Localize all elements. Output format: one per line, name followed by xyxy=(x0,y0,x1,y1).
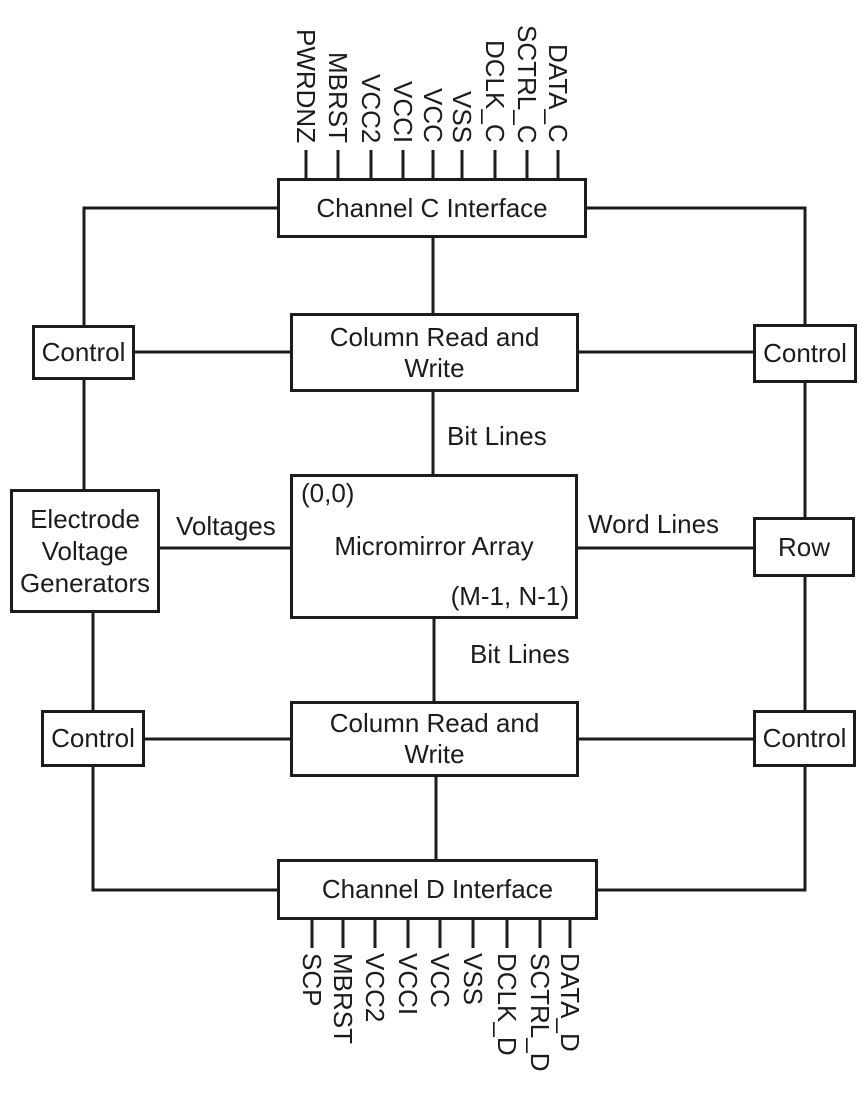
block-column-read-write-top: Column Read and Write xyxy=(290,313,579,392)
block-label: Micromirror Array xyxy=(334,531,534,561)
pin-label-data-c: DATA_C xyxy=(543,44,573,143)
block-channel-c-interface: Channel C Interface xyxy=(277,178,587,238)
pin-label-vcc-c: VCC xyxy=(418,88,448,143)
block-electrode-voltage-generators: Electrode Voltage Generators xyxy=(10,489,160,613)
label-voltages: Voltages xyxy=(176,511,276,541)
pin-label-pwrdnz: PWRDNZ xyxy=(291,28,321,143)
block-control-top-right: Control xyxy=(753,324,857,383)
label-word-lines: Word Lines xyxy=(588,509,720,539)
block-label: Channel D Interface xyxy=(321,874,554,904)
block-channel-d-interface: Channel D Interface xyxy=(277,859,598,920)
right-rail xyxy=(586,206,807,892)
pin-label-mbrst-c: MBRST xyxy=(323,52,353,143)
block-label-line2: Voltage xyxy=(41,536,129,566)
pin-label-vss-c: VSS xyxy=(447,90,477,143)
top-pin-stubs xyxy=(304,150,560,179)
left-rail xyxy=(82,206,278,892)
block-label-line1: Column Read and xyxy=(329,708,540,738)
block-column-read-write-bottom: Column Read and Write xyxy=(290,701,579,777)
pin-label-sctrl-c: SCTRL_C xyxy=(512,24,542,143)
block-label: Control xyxy=(41,337,126,367)
block-label-line2: Write xyxy=(404,739,465,769)
pin-label-dclk-c: DCLK_C xyxy=(480,40,510,143)
pin-label-data-d: DATA_D xyxy=(555,953,585,1052)
block-label-line3: Generators xyxy=(19,568,151,598)
control-wires xyxy=(134,350,754,741)
block-control-top-left: Control xyxy=(32,325,135,380)
pin-label-vcc2-c: VCC2 xyxy=(356,73,386,143)
pin-label-sctrl-d: SCTRL_D xyxy=(525,953,555,1072)
block-label: Row xyxy=(777,531,830,562)
bottom-pin-stubs xyxy=(310,919,572,948)
pin-label-vcc2-d: VCC2 xyxy=(360,953,390,1023)
block-micromirror-array: (0,0) Micromirror Array (M-1, N-1) xyxy=(290,474,578,619)
block-label: Control xyxy=(762,723,847,753)
block-label: Channel C Interface xyxy=(316,192,548,223)
block-label-line1: Electrode xyxy=(30,504,140,534)
pin-label-dclk-d: DCLK_D xyxy=(492,953,522,1056)
pin-label-mbrst-d: MBRST xyxy=(328,953,358,1044)
block-label: Control xyxy=(51,723,135,753)
pin-label-vcci-c: VCCI xyxy=(388,80,418,143)
label-bit-lines-top: Bit Lines xyxy=(447,421,547,451)
array-origin-coordinate: (0,0) xyxy=(301,478,355,508)
block-row: Row xyxy=(753,517,855,577)
block-label-line1: Column Read and xyxy=(329,321,540,352)
pin-label-scp: SCP xyxy=(297,953,327,1007)
block-control-bottom-left: Control xyxy=(41,710,145,767)
block-label-line2: Write xyxy=(404,352,465,383)
array-extent-coordinate: (M-1, N-1) xyxy=(450,581,569,611)
label-bit-lines-bottom: Bit Lines xyxy=(470,639,570,669)
pin-label-vcci-d: VCCI xyxy=(393,953,423,1016)
block-control-bottom-right: Control xyxy=(753,710,856,767)
bit-line-wires xyxy=(431,238,438,860)
block-label: Control xyxy=(763,338,847,368)
pin-label-vcc-d: VCC xyxy=(425,953,455,1008)
pin-label-vss-d: VSS xyxy=(458,953,488,1006)
